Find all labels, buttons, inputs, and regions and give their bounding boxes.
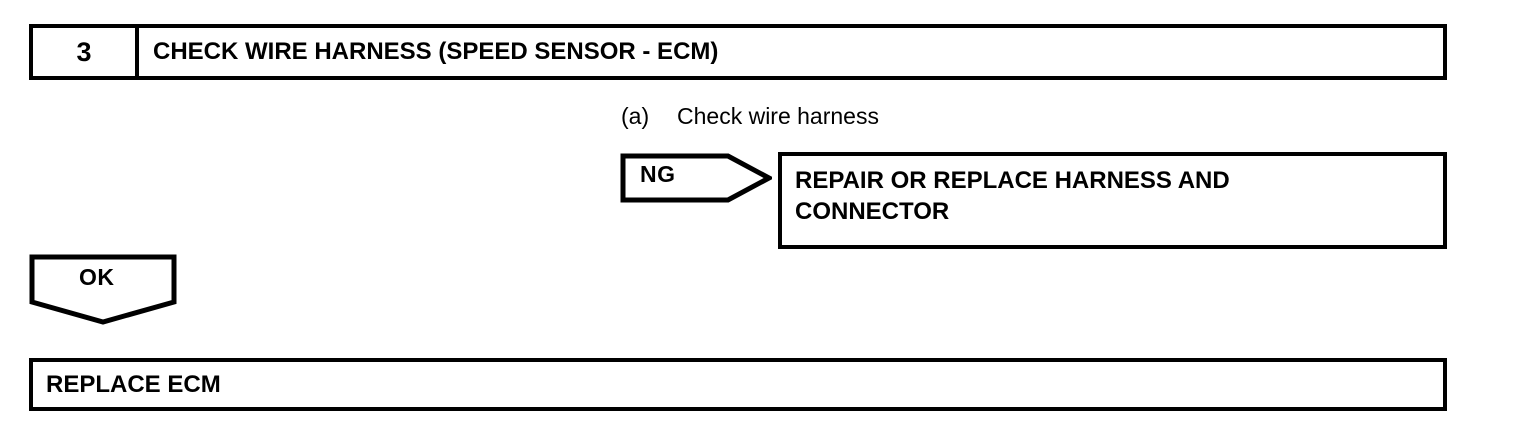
step-number: 3 — [33, 28, 139, 76]
ok-arrow-icon — [29, 254, 177, 326]
ok-label: OK — [79, 264, 115, 290]
ok-result-box: REPLACE ECM — [29, 358, 1447, 411]
ng-arrow-icon — [620, 153, 772, 203]
ng-label: NG — [640, 161, 676, 187]
step-title: CHECK WIRE HARNESS (SPEED SENSOR - ECM) — [153, 38, 719, 65]
instruction-text: Check wire harness — [677, 103, 879, 129]
ok-result-text: REPLACE ECM — [46, 370, 221, 398]
ng-result-line-1: REPAIR OR REPLACE HARNESS AND — [795, 167, 1230, 194]
ng-result-box: REPAIR OR REPLACE HARNESS AND CONNECTOR — [778, 152, 1447, 249]
ng-result-line-2: CONNECTOR — [795, 198, 950, 225]
instruction-line: (a) Check wire harness — [621, 103, 879, 129]
step-header-box: 3 CHECK WIRE HARNESS (SPEED SENSOR - ECM… — [29, 24, 1447, 80]
instruction-marker: (a) — [621, 103, 650, 129]
